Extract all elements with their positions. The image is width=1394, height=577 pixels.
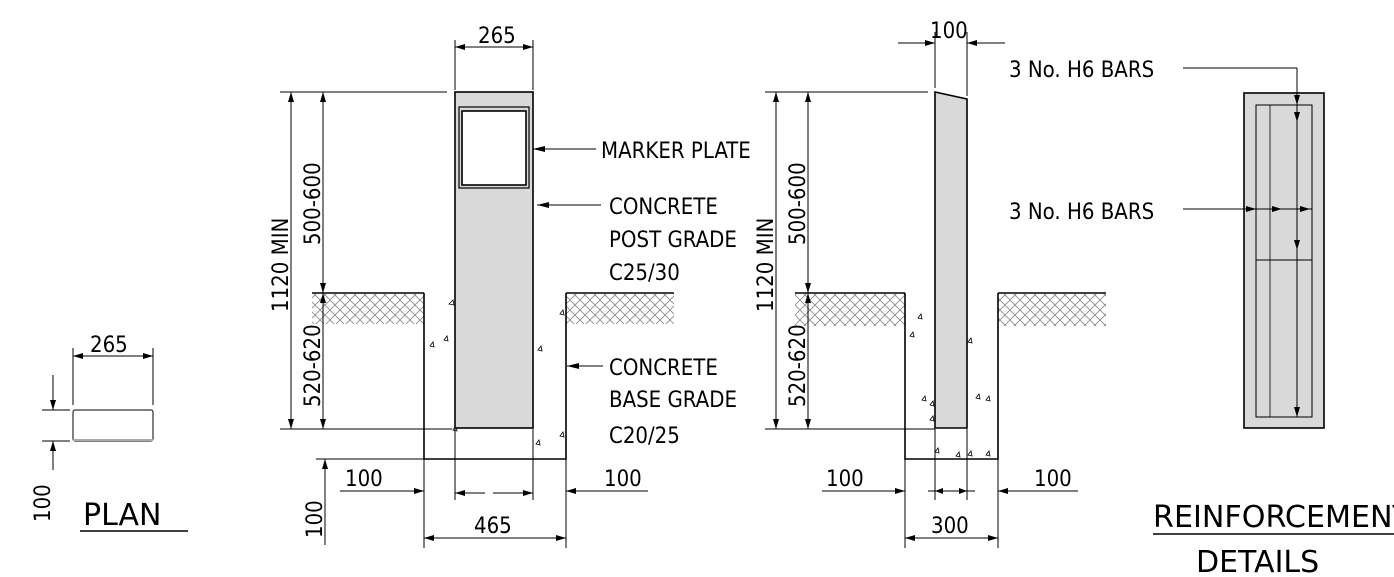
side-left-offset-label: 100 (826, 467, 864, 492)
callout-post-line1: CONCRETE (609, 195, 718, 220)
callout-base-line2: BASE GRADE (609, 388, 737, 413)
front-base-depth-label: 100 (303, 500, 328, 538)
callout-marker-plate: MARKER PLATE (601, 139, 751, 164)
front-lower-label: 520-620 (301, 324, 326, 407)
plan-outline (72, 409, 154, 442)
front-base-width-label: 465 (474, 514, 512, 539)
side-right-offset-label: 100 (1034, 467, 1072, 492)
reinforcement-cage (1255, 104, 1313, 418)
side-base-outline (904, 293, 999, 460)
side-lower-label: 520-620 (786, 324, 811, 407)
side-top-width-label: 100 (930, 19, 968, 44)
plan-title: PLAN (83, 498, 161, 533)
side-post (934, 91, 968, 429)
side-ground-hatch-right (998, 294, 1106, 326)
bar-label-top: 3 No. H6 BARS (1009, 58, 1154, 83)
plan-view: 265 100 PLAN (31, 333, 188, 533)
reinforcement-title-line2: DETAILS (1196, 545, 1319, 577)
plan-width-label: 265 (90, 333, 128, 358)
front-left-offset-label: 100 (345, 467, 383, 492)
front-elevation: 265 1120 MIN 500-600 520-620 100 100 100 (269, 24, 751, 548)
reinforcement-detail: 3 No. H6 BARS 3 No. H6 BARS REINFORCEMEN… (1009, 58, 1394, 577)
reinforcement-title-line1: REINFORCEMENT (1153, 500, 1394, 535)
callout-base-line3: C20/25 (609, 424, 680, 449)
side-upper-label: 500-600 (786, 162, 811, 245)
plan-thickness-label: 100 (31, 484, 56, 522)
front-top-width-label: 265 (478, 24, 516, 49)
side-overall-height-label: 1120 MIN (754, 218, 779, 312)
ground-hatch-left (312, 294, 424, 324)
marker-plate (461, 110, 527, 186)
front-upper-label: 500-600 (301, 162, 326, 245)
callout-base-line1: CONCRETE (609, 356, 718, 381)
callout-post-line3: C25/30 (609, 261, 680, 286)
front-overall-height-label: 1120 MIN (269, 218, 294, 312)
ground-hatch-right (566, 294, 674, 324)
concrete-base-outline (423, 293, 567, 460)
side-base-width-label: 300 (931, 514, 969, 539)
bar-label-mid: 3 No. H6 BARS (1009, 200, 1154, 225)
side-elevation: 100 1120 MIN 500-600 520-620 100 100 300 (754, 19, 1106, 548)
callout-post-line2: POST GRADE (609, 228, 737, 253)
marker-plate-outer (458, 106, 530, 189)
side-ground-hatch-left (795, 294, 905, 326)
front-right-offset-label: 100 (604, 467, 642, 492)
